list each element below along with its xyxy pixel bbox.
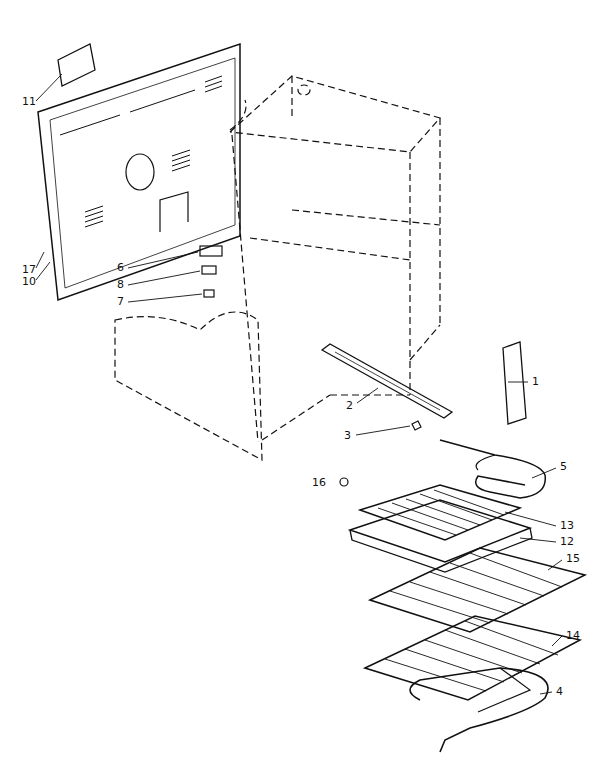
- callout-number: 7: [117, 296, 124, 308]
- callout-number: 16: [312, 477, 326, 489]
- callout-number: 13: [560, 520, 574, 532]
- callout-number: 3: [344, 430, 351, 442]
- callout-number: 10: [22, 276, 36, 288]
- callout-number: 14: [566, 630, 580, 642]
- callout-number: 4: [556, 686, 563, 698]
- callout-number: 17: [22, 264, 36, 276]
- callout-number: 12: [560, 536, 574, 548]
- callout-number: 8: [117, 279, 124, 291]
- callout-number: 2: [346, 400, 353, 412]
- callout-number: 6: [117, 262, 124, 274]
- callout-number: 11: [22, 96, 36, 108]
- callout-number: 5: [560, 461, 567, 473]
- callout-number: 15: [566, 553, 580, 565]
- callout-number: 1: [532, 376, 539, 388]
